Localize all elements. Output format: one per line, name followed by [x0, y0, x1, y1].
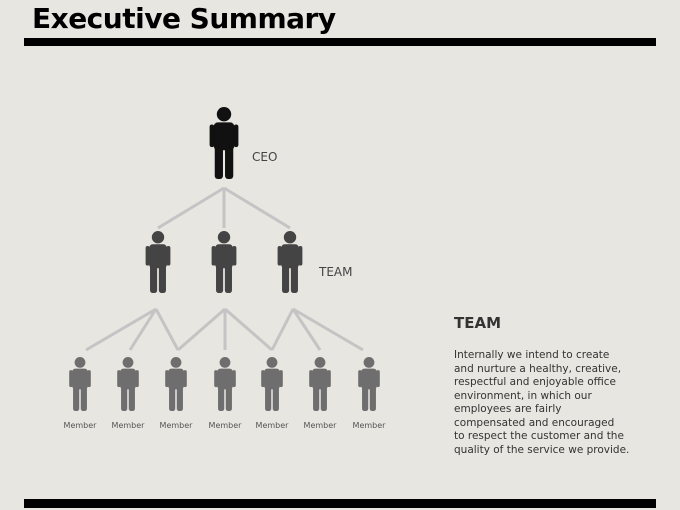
- member-label: Member: [111, 421, 145, 430]
- connector-line: [154, 308, 180, 351]
- team-label: TEAM: [319, 265, 353, 279]
- team-figures: [145, 231, 303, 293]
- member-label: Member: [63, 421, 97, 430]
- person-icon: [165, 357, 187, 411]
- connector-line: [85, 307, 157, 352]
- side-panel-heading: TEAM: [454, 314, 502, 332]
- person-icon: [214, 357, 236, 411]
- person-icon: [145, 231, 171, 293]
- connector-line: [177, 307, 226, 352]
- connector-line: [157, 186, 225, 230]
- connector-line: [224, 307, 273, 352]
- person-icon: [69, 357, 91, 411]
- member-label: Member: [352, 421, 386, 430]
- person-icon: [209, 107, 239, 179]
- member-label: Member: [255, 421, 289, 430]
- person-icon: [309, 357, 331, 411]
- ceo-figure: [209, 107, 239, 179]
- person-icon: [277, 231, 303, 293]
- ceo-label: CEO: [252, 150, 278, 164]
- page-title: Executive Summary: [32, 2, 336, 35]
- connector-lines: [85, 186, 364, 352]
- connector-line: [270, 308, 295, 351]
- connector-line: [292, 307, 364, 352]
- side-panel-body: Internally we intend to create and nurtu…: [454, 349, 630, 456]
- person-icon: [261, 357, 283, 411]
- footer-divider: [24, 499, 656, 508]
- connector-line: [291, 308, 322, 351]
- person-icon: [117, 357, 139, 411]
- person-icon: [211, 231, 237, 293]
- connector-line: [128, 308, 158, 351]
- title-divider: [24, 38, 656, 46]
- person-icon: [358, 357, 380, 411]
- connector-line: [223, 186, 291, 230]
- member-figures: [69, 357, 380, 411]
- member-label: Member: [159, 421, 193, 430]
- member-label: Member: [208, 421, 242, 430]
- member-label: Member: [303, 421, 337, 430]
